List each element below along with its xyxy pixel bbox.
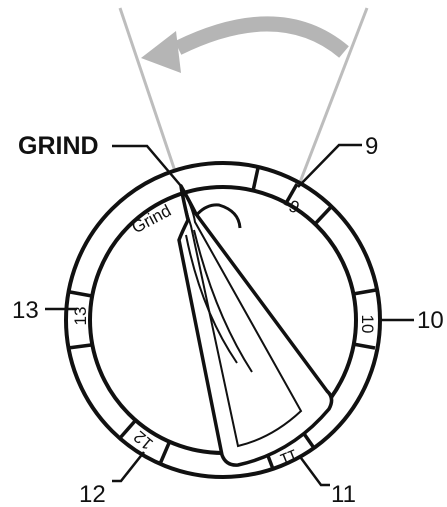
- callout-leaders: [45, 143, 414, 487]
- dial-label-10: 10: [358, 315, 377, 334]
- callout-13: 13: [12, 297, 39, 324]
- knob-ridge-1: [185, 234, 238, 364]
- knob-ridge-2: [193, 229, 253, 373]
- guide-line-left: [118, 7, 182, 187]
- knob-pointer-inner-outline: [180, 185, 303, 448]
- rotation-arrowhead-icon: [141, 31, 181, 73]
- dial-label-13: 13: [71, 307, 90, 326]
- rotation-arrow-icon: [174, 16, 349, 58]
- guide-line-right: [290, 7, 369, 204]
- dial-label-11: 11: [277, 445, 300, 469]
- knob-pointer: [177, 184, 334, 467]
- callout-10: 10: [417, 307, 444, 334]
- callout-12: 12: [79, 481, 106, 507]
- callout-grind: GRIND: [18, 132, 99, 160]
- callout-9: 9: [365, 133, 378, 160]
- callout-11: 11: [331, 481, 356, 507]
